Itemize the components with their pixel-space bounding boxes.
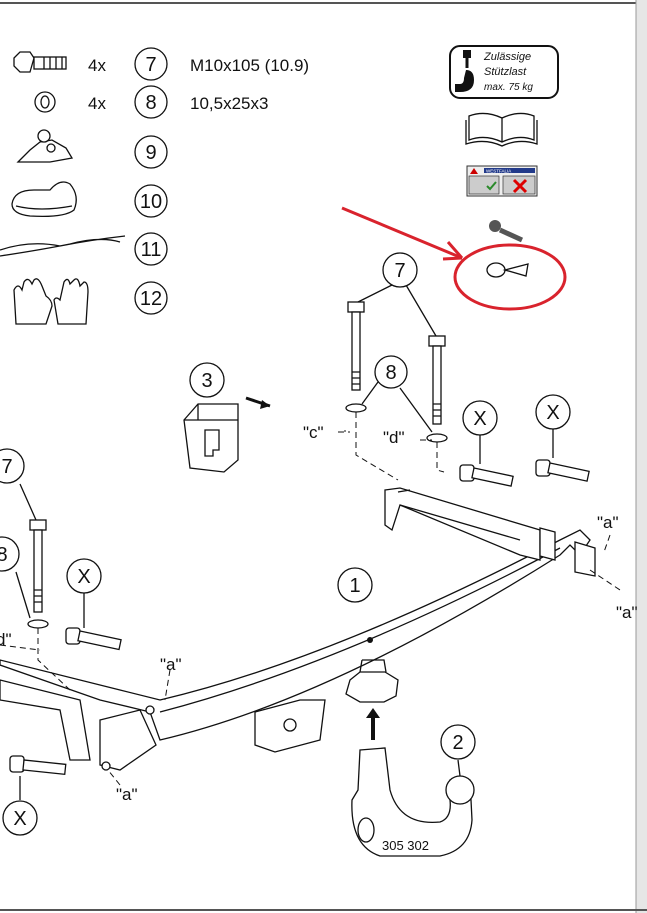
small-bolt-icon [489,220,524,243]
bolts-x [9,428,590,800]
callout-x: X [77,566,90,588]
badge-line1: Zulässige [483,51,531,63]
part-num-7: 7 [145,54,156,76]
callout-x: X [13,808,26,830]
bolts-upper [344,284,448,481]
cable-tie-icon [0,235,126,257]
socket-part-icon [16,129,74,163]
badge-line2: Stützlast [484,66,527,78]
dim-label-a: "a" [616,603,638,622]
dim-label-a: "a" [160,655,182,674]
dim-label-c: "c" [303,423,324,442]
part-num-8: 8 [145,92,156,114]
washer-icon [34,91,56,113]
callout-x: X [473,408,486,430]
tow-ball-part-2 [351,747,475,857]
part-num-11: 11 [141,239,162,261]
dim-label-d: "d" [383,428,405,447]
dim-label-a: "a" [597,513,619,532]
part-number: 305 302 [382,838,429,853]
qty-8: 4x [88,94,106,113]
coupling-receiver [345,659,399,703]
spacer-block-part-3 [183,396,271,473]
spec-8: 10,5x25x3 [190,94,268,113]
gloves-icon [13,278,89,325]
socket-bracket [254,699,326,753]
scrollbar-track[interactable] [636,0,647,913]
badge-line3: max. 75 kg [484,82,533,93]
dim-label-d: "d" [0,630,12,649]
cover-cap-icon [11,181,77,218]
bolts-lower-left [0,483,71,691]
callout-7: 7 [394,260,405,282]
callout-circles [0,252,571,836]
dim-label-a: "a" [116,785,138,804]
callout-x: X [546,402,559,424]
ring-clip-icon [486,262,529,278]
highlight-annotation [341,206,567,311]
insert-arrow-icon [366,708,380,718]
part-num-9: 9 [145,142,156,164]
warning-brand: WESTFALIA [486,169,511,174]
warning-label-icon: WESTFALIA [466,165,538,197]
tongue-load-badge: Zulässige Stützlast max. 75 kg [449,45,559,99]
part-num-12: 12 [140,288,162,310]
callout-1: 1 [349,575,360,597]
bolt-icon [13,51,67,73]
manual-book-icon [465,112,538,147]
spec-7: M10x105 (10.9) [190,56,309,75]
callout-8-lower: 8 [0,544,8,566]
qty-7: 4x [88,56,106,75]
callout-2: 2 [452,732,463,754]
parts-circles [134,47,168,315]
part-num-10: 10 [140,191,162,213]
crossbar-part-1 [0,487,596,771]
callout-3: 3 [201,370,212,392]
callout-7-lower: 7 [1,456,12,478]
callout-8: 8 [385,362,396,384]
